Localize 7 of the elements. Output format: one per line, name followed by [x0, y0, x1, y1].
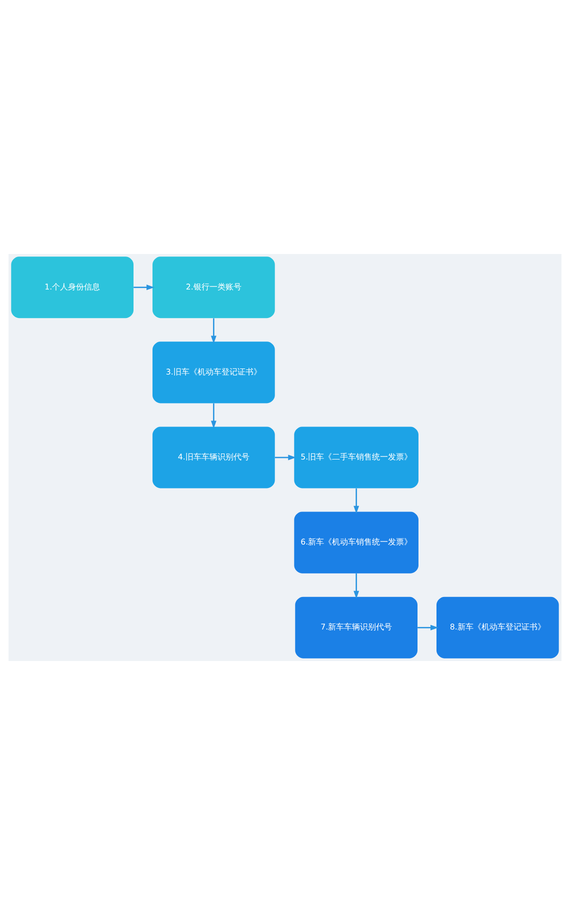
- arrow: [418, 624, 438, 630]
- arrow: [274, 454, 296, 460]
- arrow: [354, 573, 360, 599]
- arrow: [134, 284, 154, 290]
- arrow: [354, 488, 360, 514]
- arrow: [210, 318, 216, 344]
- arrow: [210, 403, 216, 429]
